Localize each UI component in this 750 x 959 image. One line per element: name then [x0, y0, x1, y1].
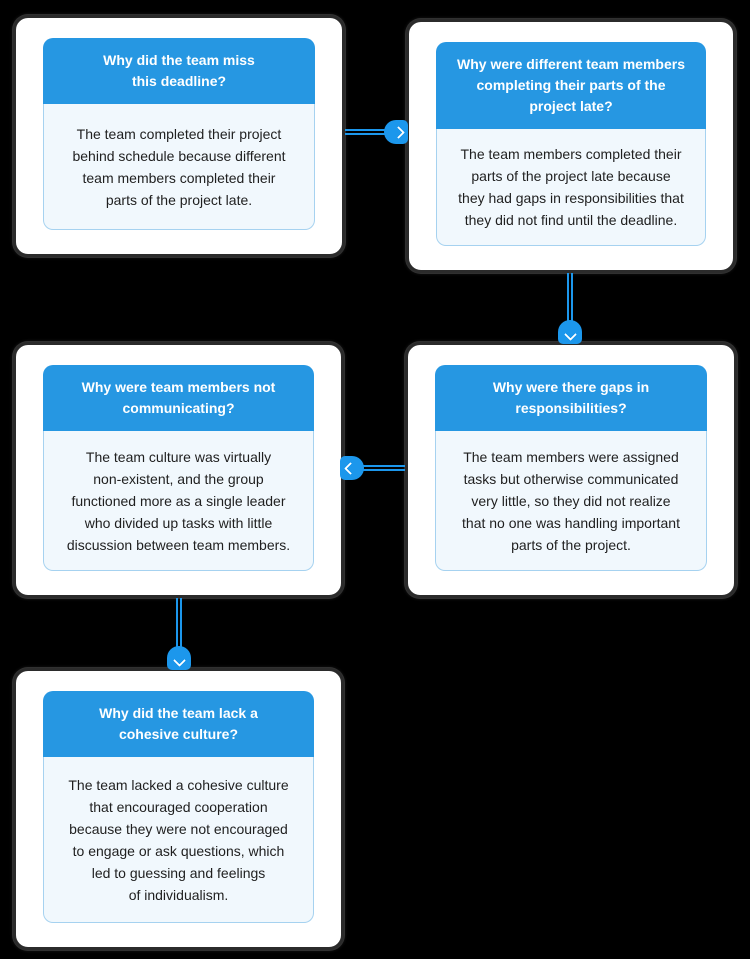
card-why-3-question: Why were there gaps in responsibilities?: [435, 365, 707, 431]
chevron-down-icon: [563, 327, 577, 341]
card-why-3: Why were there gaps in responsibilities?…: [405, 342, 737, 598]
chevron-down-icon: [172, 653, 186, 667]
card-why-5-answer: The team lacked a cohesive culture that …: [43, 757, 314, 923]
chevron-left-icon: [343, 461, 357, 475]
card-why-4: Why were team members not communicating?…: [13, 342, 344, 598]
connector-why4-why5-arrowhead: [167, 646, 191, 670]
card-why-1-inner: Why did the team miss this deadline? The…: [43, 38, 315, 230]
card-why-2-question: Why were different team members completi…: [436, 42, 706, 129]
connector-why1-why2-line: [345, 129, 387, 135]
connector-why3-why4-line: [362, 465, 405, 471]
card-why-2: Why were different team members completi…: [406, 19, 736, 273]
card-why-1: Why did the team miss this deadline? The…: [13, 15, 345, 257]
connector-why3-why4-arrowhead: [340, 456, 364, 480]
card-why-5-question: Why did the team lack a cohesive culture…: [43, 691, 314, 757]
connector-why2-why3-line: [567, 273, 573, 322]
connector-why4-why5-line: [176, 598, 182, 648]
card-why-4-inner: Why were team members not communicating?…: [43, 365, 314, 571]
card-why-4-answer: The team culture was virtually non-exist…: [43, 431, 314, 571]
card-why-5: Why did the team lack a cohesive culture…: [13, 668, 344, 950]
card-why-2-inner: Why were different team members completi…: [436, 42, 706, 246]
card-why-5-inner: Why did the team lack a cohesive culture…: [43, 691, 314, 923]
card-why-3-inner: Why were there gaps in responsibilities?…: [435, 365, 707, 571]
card-why-4-question: Why were team members not communicating?: [43, 365, 314, 431]
card-why-1-question: Why did the team miss this deadline?: [43, 38, 315, 104]
connector-why1-why2-arrowhead: [384, 120, 408, 144]
card-why-2-answer: The team members completed their parts o…: [436, 129, 706, 246]
chevron-right-icon: [391, 125, 405, 139]
card-why-3-answer: The team members were assigned tasks but…: [435, 431, 707, 571]
connector-why2-why3-arrowhead: [558, 320, 582, 344]
card-why-1-answer: The team completed their project behind …: [43, 104, 315, 230]
